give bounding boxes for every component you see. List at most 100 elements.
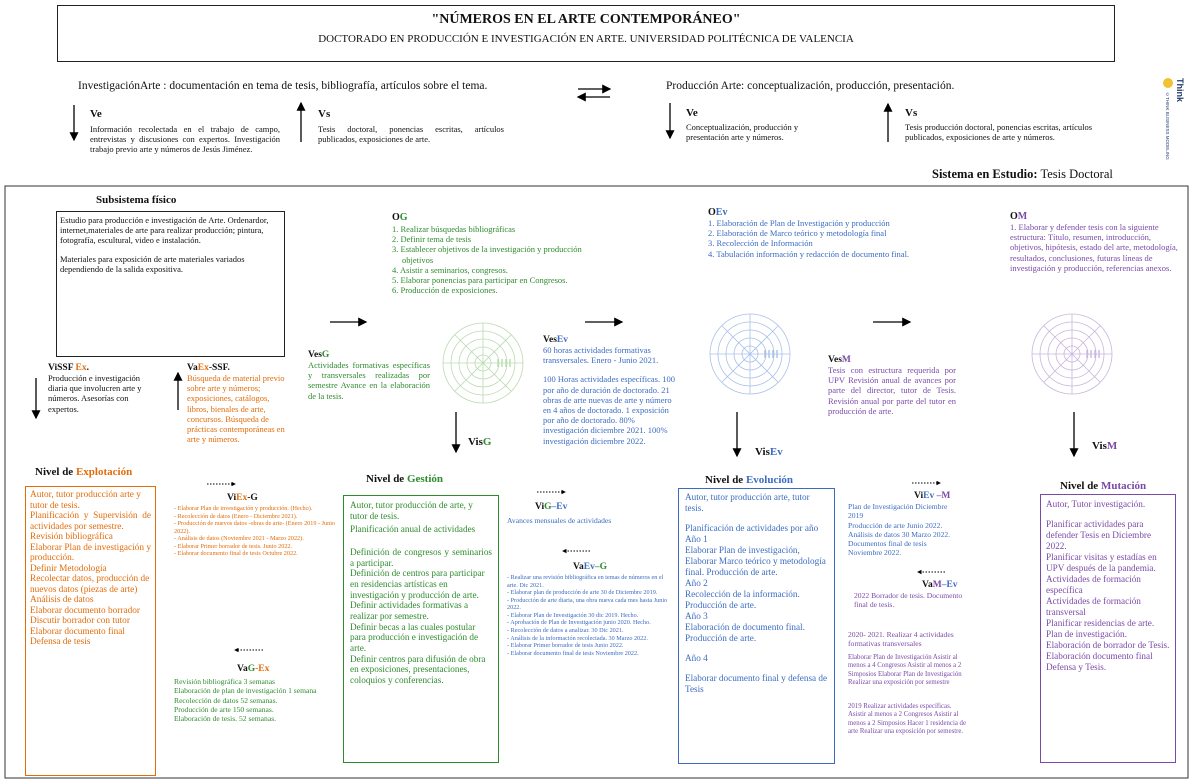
og-item: 6. Producción de exposiciones. xyxy=(392,285,498,296)
vag-ex-label-a: Va xyxy=(237,664,248,674)
vaev-g-label-c: –G xyxy=(594,562,607,572)
og-label: OG xyxy=(392,212,607,223)
system-value: Tesis Doctoral xyxy=(1040,167,1113,181)
vesg-label-b: G xyxy=(321,350,330,360)
header-box: "NÚMEROS EN EL ARTE CONTEMPORÁNEO" DOCTO… xyxy=(57,5,1115,62)
vesm-label-b: M xyxy=(841,355,851,365)
vesm-block: VesM Tesis con estructura requerida por … xyxy=(828,355,956,416)
viev-m-label-a: Vi xyxy=(914,491,924,501)
env-right-ve-label: Ve xyxy=(686,107,698,119)
vism-label-a: Vis xyxy=(1092,440,1107,452)
vag-ex-item: Producción de arte 150 semanas. xyxy=(174,704,274,714)
viex-g-item: - Análisis de datos (Noviembre 2021 - Ma… xyxy=(174,535,304,543)
level-gestion-list: Autor, tutor producción de arte, y tutor… xyxy=(350,500,492,686)
system-in-study: Sistema en Estudio: Tesis Doctoral xyxy=(932,167,1113,182)
vag-ex-label: VaG-Ex xyxy=(174,664,324,674)
explotacion-item: Defensa de tesis xyxy=(30,637,91,647)
physical-box: Estudio para producción e investigación … xyxy=(56,211,285,357)
logo-subtext: ©THINK BUSINESS MODELING xyxy=(1165,92,1170,160)
vaev-g-item: - Análisis de la información recolectada… xyxy=(507,634,648,642)
level-mutacion-box: Autor, Tutor investigación. Planificar a… xyxy=(1040,494,1176,763)
mutacion-item: Autor, Tutor investigación. xyxy=(1046,499,1146,509)
om-text: 1. Elaborar y defender tesis con la sigu… xyxy=(1010,222,1178,273)
physical-text-2: Materiales para exposición de arte mater… xyxy=(60,253,245,274)
vesev-text-1: 60 horas actividades formativas transver… xyxy=(543,345,659,366)
og-label-g: G xyxy=(399,212,408,223)
vissf-label-a: ViSSF xyxy=(48,363,74,373)
viex-g-block: ViEx-G - Elaborar Plan de investigación … xyxy=(174,493,342,558)
evolucion-item: Recolección de la información. Producció… xyxy=(685,589,800,611)
vissf-block: ViSSF Ex. Producción e investigación dia… xyxy=(48,363,158,414)
vam-ev-label-c: –Ev xyxy=(941,580,958,590)
evolucion-item: Año 4 xyxy=(685,653,708,664)
mutacion-item: Planificar residencias de arte. xyxy=(1046,618,1155,629)
env-right-vs-label: Vs xyxy=(905,107,918,119)
explotacion-item: Definir Metodología xyxy=(30,563,107,574)
vaev-g-block: VaEv–G - Realizar una revisión bibliográ… xyxy=(507,562,675,657)
level-explotacion-title: Nivel de Explotación xyxy=(35,466,132,478)
viev-m-item: Documentos final de tesis Noviembre 2022… xyxy=(848,539,927,558)
vesg-text: Actividades formativas específicas y tra… xyxy=(308,360,430,401)
evolucion-item: Planificación de actividades por año xyxy=(685,523,819,534)
evolucion-item: Año 3 xyxy=(685,611,708,622)
vam-ev-text-2: 2020- 2021. Realizar 4 actividades forma… xyxy=(848,629,954,648)
visg-label-b: G xyxy=(482,436,492,448)
level-mutacion-title: Nivel de Mutación xyxy=(1060,480,1146,492)
oev-item: 2. Elaboración de Marco teórico y metodo… xyxy=(708,228,887,239)
vig-ev-label-b: G xyxy=(544,502,552,512)
env-right-heading: Producción Arte: conceptualización, prod… xyxy=(666,80,955,92)
vaev-g-item: - Elaborar documento final de tesis Novi… xyxy=(507,649,639,657)
gestion-item: Definir actividades formativas a realiza… xyxy=(350,600,469,622)
explotacion-item: Autor, tutor producción arte y tutor de … xyxy=(30,490,141,511)
vam-ev-text-1: 2022 Borrador de tesis. Documento final … xyxy=(854,591,963,610)
vam-ev-label-a: Va xyxy=(922,580,933,590)
level-mutacion-label-a: Nivel de xyxy=(1060,480,1099,492)
vaex-ssf-label-a: Va xyxy=(187,363,198,373)
vaev-g-item: - Realizar una revisión bibliográfica en… xyxy=(507,574,664,589)
viex-g-item: - Elaborar Plan de investigación y produ… xyxy=(174,505,313,512)
og-item: 1. Realizar búsquedas bibliográficas xyxy=(392,224,516,234)
oev-label: OEv xyxy=(708,207,943,218)
viex-g-item: - Elaborar Primer borrador de tesis. Jun… xyxy=(174,542,293,550)
vaev-g-item: - Elaborar Primer borrador de tesis Juni… xyxy=(507,642,624,650)
viev-m-item: Plan de Investigación Diciembre 2019 xyxy=(848,502,948,521)
vam-ev-label-b: M xyxy=(932,580,942,590)
visev-label-b: Ev xyxy=(769,446,783,458)
system-boundary xyxy=(4,185,1189,779)
explotacion-item: Discutir borrador con tutor xyxy=(30,616,130,626)
oev-item: 4. Tabulación información y redacción de… xyxy=(708,248,910,259)
think-logo: Think ©THINK BUSINESS MODELING xyxy=(1159,78,1189,170)
evolucion-item: Elaborar documento final y defensa de Te… xyxy=(685,673,828,695)
vag-ex-list: Revisión bibliográfica 3 semanas Elabora… xyxy=(174,677,324,723)
vesev-block: VesEv 60 horas actividades formativas tr… xyxy=(543,335,678,446)
explotacion-item: Elaborar documento final xyxy=(30,626,125,637)
evolucion-item: Autor, tutor producción arte, tutor tesi… xyxy=(685,492,810,514)
gestion-item: Definir centros para difusión de obra en… xyxy=(350,653,486,686)
evolucion-item: Año 2 xyxy=(685,578,708,589)
level-gestion-box: Autor, tutor producción de arte, y tutor… xyxy=(343,495,499,763)
vaev-g-item: - Elaborar Plan de Investigación 30 dic … xyxy=(507,611,639,619)
level-evolucion-list: Autor, tutor producción arte, tutor tesi… xyxy=(685,492,828,696)
vam-ev-text-3: Elaborar Plan de Investigación Asistir a… xyxy=(848,654,962,686)
visev-label-a: Vis xyxy=(755,446,770,458)
vaev-g-label-b: Ev xyxy=(583,562,595,572)
oev-item: 1. Elaboración de Plan de Investigación … xyxy=(708,218,890,228)
og-item: 4. Asistir a seminarios, congresos. xyxy=(392,264,508,275)
env-left-ve-label: Ve xyxy=(90,108,102,120)
vig-ev-text: Avances mensuales de actividades xyxy=(507,516,612,525)
vissf-text: Producción e investigación diaria que in… xyxy=(48,373,142,414)
level-explotacion-label-b: Explotación xyxy=(75,466,133,478)
viex-g-label-a: Vi xyxy=(227,493,237,503)
bulb-icon xyxy=(1163,78,1173,88)
gestion-item: Planificación anual de actividades xyxy=(350,524,476,535)
og-item: 3. Establecer objetivos de la investigac… xyxy=(392,244,582,265)
viex-g-list: - Elaborar Plan de investigación y produ… xyxy=(174,505,342,558)
level-explotacion-list: Autor, tutor producción arte y tutor de … xyxy=(30,490,151,648)
mutacion-item: Planificar actividades para defender Tes… xyxy=(1046,519,1152,552)
visg-label: VisG xyxy=(468,436,491,448)
vaev-g-item: - Recolección de datos a analizar. 30 Di… xyxy=(507,626,624,634)
vam-ev-text-4: 2019 Realizar actividades específicas. A… xyxy=(848,703,966,735)
physical-text-1: Estudio para producción e investigación … xyxy=(60,215,269,246)
env-left-heading: InvestigaciónArte : documentación en tem… xyxy=(78,80,488,92)
